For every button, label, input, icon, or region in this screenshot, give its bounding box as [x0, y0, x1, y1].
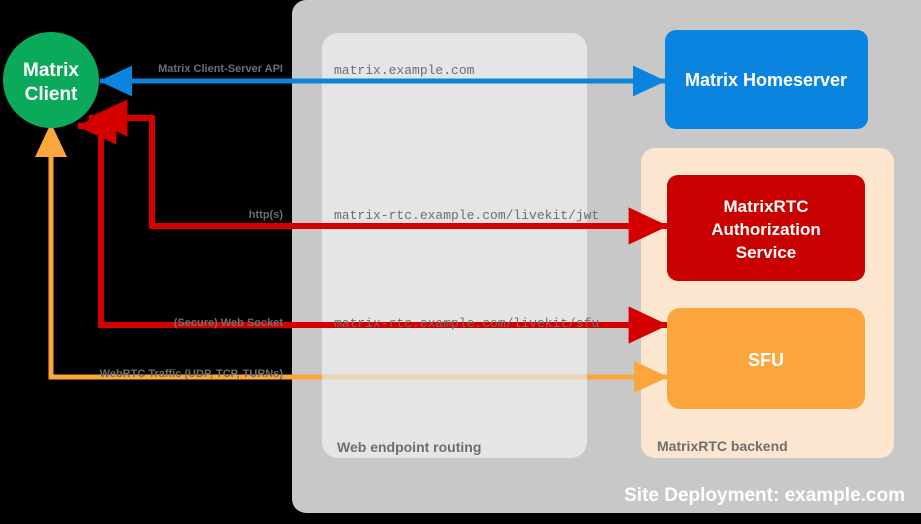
web-endpoint-routing-caption: Web endpoint routing — [337, 439, 481, 455]
node-matrix-homeserver[interactable] — [665, 30, 868, 129]
site-deployment-caption: Site Deployment: example.com — [624, 485, 905, 506]
node-matrixrtc-authorization-service[interactable] — [667, 175, 865, 281]
edge-label-auth-http: http(s) — [249, 209, 284, 221]
node-matrix-client-label-line1: Matrix — [23, 60, 79, 81]
node-matrix-homeserver-label: Matrix Homeserver — [685, 70, 847, 90]
endpoint-url-livekit-jwt: matrix-rtc.example.com/livekit/jwt — [334, 208, 599, 223]
node-auth-service-label-line2: Authorization — [711, 220, 821, 239]
endpoint-url-livekit-sfu: matrix-rtc.example.com/livekit/sfu — [334, 316, 599, 331]
node-auth-service-label-line1: MatrixRTC — [723, 197, 808, 216]
node-sfu[interactable] — [667, 308, 865, 409]
node-auth-service-label-line3: Service — [736, 243, 797, 262]
endpoint-url-matrix: matrix.example.com — [334, 63, 475, 78]
routing-panel-overlay — [322, 33, 587, 458]
node-matrix-client-label-line2: Client — [25, 84, 78, 105]
node-sfu-label: SFU — [748, 350, 784, 370]
edge-label-client-server-api: Matrix Client-Server API — [158, 63, 283, 75]
connection-sfu-websocket — [76, 107, 669, 344]
matrixrtc-backend-caption: MatrixRTC backend — [657, 438, 788, 454]
edge-label-webrtc-traffic: WebRTC Traffic (UDP, TCP, TURNs) — [100, 368, 284, 380]
node-matrix-client[interactable] — [3, 32, 99, 128]
edge-label-sfu-websocket: (Secure) Web Socket — [174, 317, 284, 329]
